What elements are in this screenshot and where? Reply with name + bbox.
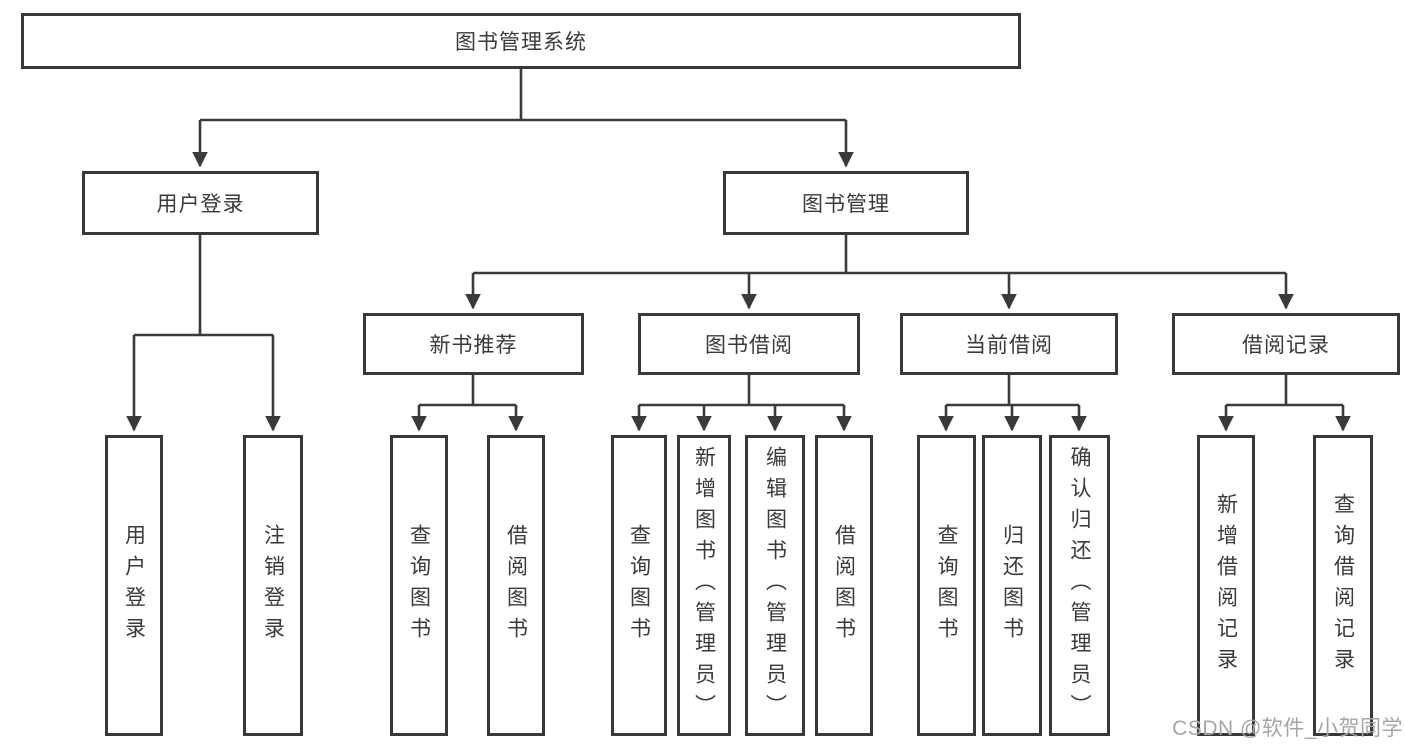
leaf-bb-borrow-books: 借阅图书 xyxy=(815,435,873,736)
node-library-management-system: 图书管理系统 xyxy=(21,13,1021,69)
leaf-cb-confirm-return-admin: 确认归还（管理员） xyxy=(1049,435,1110,736)
leaf-cb-query-books: 查询图书 xyxy=(917,435,976,736)
leaf-nb-query-books: 查询图书 xyxy=(390,435,448,736)
leaf-br-add-record: 新增借阅记录 xyxy=(1197,435,1255,736)
node-book-borrow: 图书借阅 xyxy=(638,313,860,375)
node-new-book-recommend: 新书推荐 xyxy=(363,313,584,375)
leaf-br-query-record: 查询借阅记录 xyxy=(1313,435,1373,736)
node-borrow-records: 借阅记录 xyxy=(1172,313,1400,375)
node-current-borrow: 当前借阅 xyxy=(900,313,1118,375)
leaf-bb-query-books: 查询图书 xyxy=(611,435,667,736)
node-book-management: 图书管理 xyxy=(723,171,969,235)
branch-current-borrow xyxy=(938,375,1087,432)
leaf-bb-edit-books-admin: 编辑图书（管理员） xyxy=(745,435,805,736)
node-user-login: 用户登录 xyxy=(82,171,319,235)
leaf-nb-borrow-books: 借阅图书 xyxy=(487,435,545,736)
leaf-bb-add-books-admin: 新增图书（管理员） xyxy=(677,435,731,736)
branch-new-book-recommend xyxy=(411,375,524,432)
leaf-cb-return-books: 归还图书 xyxy=(982,435,1042,736)
leaf-logout: 注销登录 xyxy=(243,435,303,736)
csdn-watermark: CSDN @软件_小贺同学 xyxy=(1172,717,1403,740)
branch-user-login xyxy=(126,235,281,432)
leaf-user-login: 用户登录 xyxy=(105,435,163,736)
branch-book-management xyxy=(465,235,1294,310)
branch-borrow-records xyxy=(1218,375,1351,432)
branch-book-borrow xyxy=(631,375,852,432)
branch-root xyxy=(192,69,854,168)
